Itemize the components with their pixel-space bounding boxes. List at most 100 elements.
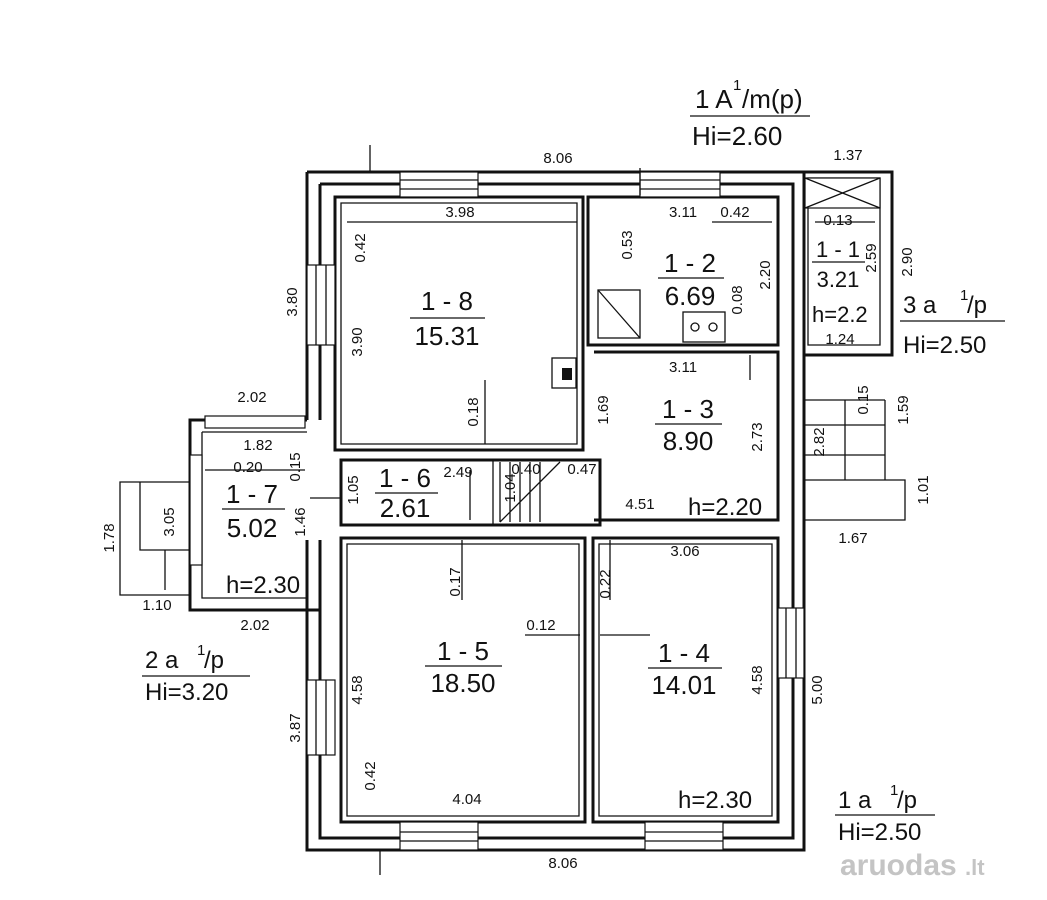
cooktop	[682, 311, 726, 343]
svg-text:3.87: 3.87	[287, 713, 304, 742]
svg-text:0.42: 0.42	[720, 204, 749, 221]
note-main: 1 A 1 /m(p) Hi=2.60	[690, 77, 810, 151]
fixtures	[499, 289, 726, 523]
svg-text:1.24: 1.24	[825, 331, 854, 348]
room-1-4-wall	[591, 536, 780, 824]
entrance-step	[119, 481, 190, 596]
svg-text:2.02: 2.02	[237, 389, 266, 406]
room-1-6: 1 - 6 2.61	[375, 463, 438, 523]
svg-text:1.78: 1.78	[101, 523, 118, 552]
room-labels: 1 - 8 15.31 1 - 2 6.69 1 - 1 3.21 h=2.2 …	[222, 237, 868, 814]
svg-text:4.58: 4.58	[349, 675, 366, 704]
room-1-5-wall	[339, 536, 587, 824]
svg-text:Hi=2.50: Hi=2.50	[838, 819, 921, 846]
svg-text:1.04: 1.04	[502, 473, 519, 502]
svg-text:1 - 3: 1 - 3	[662, 394, 714, 424]
svg-text:2.59: 2.59	[863, 243, 880, 272]
svg-text:1.67: 1.67	[838, 530, 867, 547]
svg-text:4.58: 4.58	[749, 665, 766, 694]
svg-text:2.82: 2.82	[811, 427, 828, 456]
room-1-4: 1 - 4 14.01 h=2.30	[648, 638, 752, 814]
svg-text:/p: /p	[897, 787, 917, 814]
svg-text:4.04: 4.04	[452, 791, 481, 808]
svg-text:1.37: 1.37	[833, 147, 862, 164]
room-1-5: 1 - 5 18.50	[425, 636, 502, 698]
annex-wall	[804, 170, 894, 357]
svg-text:3.05: 3.05	[161, 507, 178, 536]
svg-text:3.98: 3.98	[445, 204, 474, 221]
room-1-3: 1 - 3 8.90 h=2.20	[655, 394, 762, 521]
svg-text:2.49: 2.49	[443, 464, 472, 481]
svg-text:8.06: 8.06	[548, 855, 577, 872]
svg-text:1 - 2: 1 - 2	[664, 248, 716, 278]
room-1-8: 1 - 8 15.31	[410, 286, 485, 351]
svg-text:1 - 7: 1 - 7	[226, 479, 278, 509]
svg-text:0.12: 0.12	[526, 617, 555, 634]
note-2: 2 a 1 /p Hi=3.20	[142, 642, 250, 706]
sink	[597, 289, 641, 339]
svg-text:0.17: 0.17	[447, 567, 464, 596]
svg-text:1 a: 1 a	[838, 787, 872, 814]
room-1-7: 1 - 7 5.02 h=2.30	[222, 479, 300, 599]
room-1-6-wall	[339, 458, 602, 527]
svg-text:1 - 4: 1 - 4	[658, 638, 710, 668]
svg-text:3.80: 3.80	[284, 287, 301, 316]
svg-text:h=2.30: h=2.30	[678, 787, 752, 814]
svg-text:2 a: 2 a	[145, 647, 179, 674]
svg-text:0.15: 0.15	[855, 385, 872, 414]
svg-text:0.47: 0.47	[567, 461, 596, 478]
walls	[119, 170, 906, 852]
svg-text:1.10: 1.10	[142, 597, 171, 614]
svg-text:0.20: 0.20	[233, 459, 262, 476]
svg-text:1.82: 1.82	[243, 437, 272, 454]
porch-steps	[804, 399, 906, 521]
note-3: 3 a 1 /p Hi=2.50	[900, 287, 1005, 359]
svg-text:/p: /p	[204, 647, 224, 674]
note-1: 1 a 1 /p Hi=2.50	[835, 782, 935, 846]
room-1-2: 1 - 2 6.69	[658, 248, 724, 311]
svg-text:1 - 5: 1 - 5	[437, 636, 489, 666]
stair	[499, 461, 561, 523]
svg-text:1: 1	[197, 642, 205, 659]
svg-text:1 - 6: 1 - 6	[379, 463, 431, 493]
svg-text:/m(p): /m(p)	[742, 84, 803, 114]
svg-text:/p: /p	[967, 292, 987, 319]
svg-text:1.59: 1.59	[895, 395, 912, 424]
svg-text:h=2.2: h=2.2	[812, 302, 868, 327]
windows	[189, 171, 881, 851]
room-1-8-wall	[333, 195, 585, 452]
svg-text:1.46: 1.46	[292, 507, 309, 536]
svg-text:1.05: 1.05	[345, 475, 362, 504]
svg-text:h=2.30: h=2.30	[226, 572, 300, 599]
svg-text:1: 1	[890, 782, 898, 799]
svg-text:2.61: 2.61	[380, 493, 431, 523]
svg-text:5.00: 5.00	[809, 675, 826, 704]
svg-text:3.21: 3.21	[817, 267, 860, 292]
svg-text:2.90: 2.90	[899, 247, 916, 276]
dimension-lines	[164, 145, 875, 875]
svg-text:2.02: 2.02	[240, 617, 269, 634]
svg-text:1.69: 1.69	[595, 395, 612, 424]
svg-text:4.51: 4.51	[625, 496, 654, 513]
svg-text:6.69: 6.69	[665, 281, 716, 311]
svg-text:15.31: 15.31	[414, 321, 479, 351]
svg-text:0.22: 0.22	[597, 569, 614, 598]
svg-text:1 - 1: 1 - 1	[816, 237, 860, 262]
svg-text:Hi=3.20: Hi=3.20	[145, 679, 228, 706]
svg-text:1 - 8: 1 - 8	[421, 286, 473, 316]
svg-text:8.90: 8.90	[663, 426, 714, 456]
svg-text:0.53: 0.53	[619, 230, 636, 259]
svg-text:.lt: .lt	[965, 855, 985, 880]
svg-text:0.08: 0.08	[729, 285, 746, 314]
svg-text:Hi=2.50: Hi=2.50	[903, 332, 986, 359]
svg-text:1.01: 1.01	[915, 475, 932, 504]
svg-text:aruodas: aruodas	[840, 849, 957, 882]
svg-text:3.11: 3.11	[669, 359, 697, 376]
svg-text:0.13: 0.13	[823, 212, 852, 229]
svg-text:18.50: 18.50	[430, 668, 495, 698]
svg-text:Hi=2.60: Hi=2.60	[692, 121, 782, 151]
svg-text:2.73: 2.73	[749, 422, 766, 451]
svg-text:1 A: 1 A	[695, 84, 733, 114]
